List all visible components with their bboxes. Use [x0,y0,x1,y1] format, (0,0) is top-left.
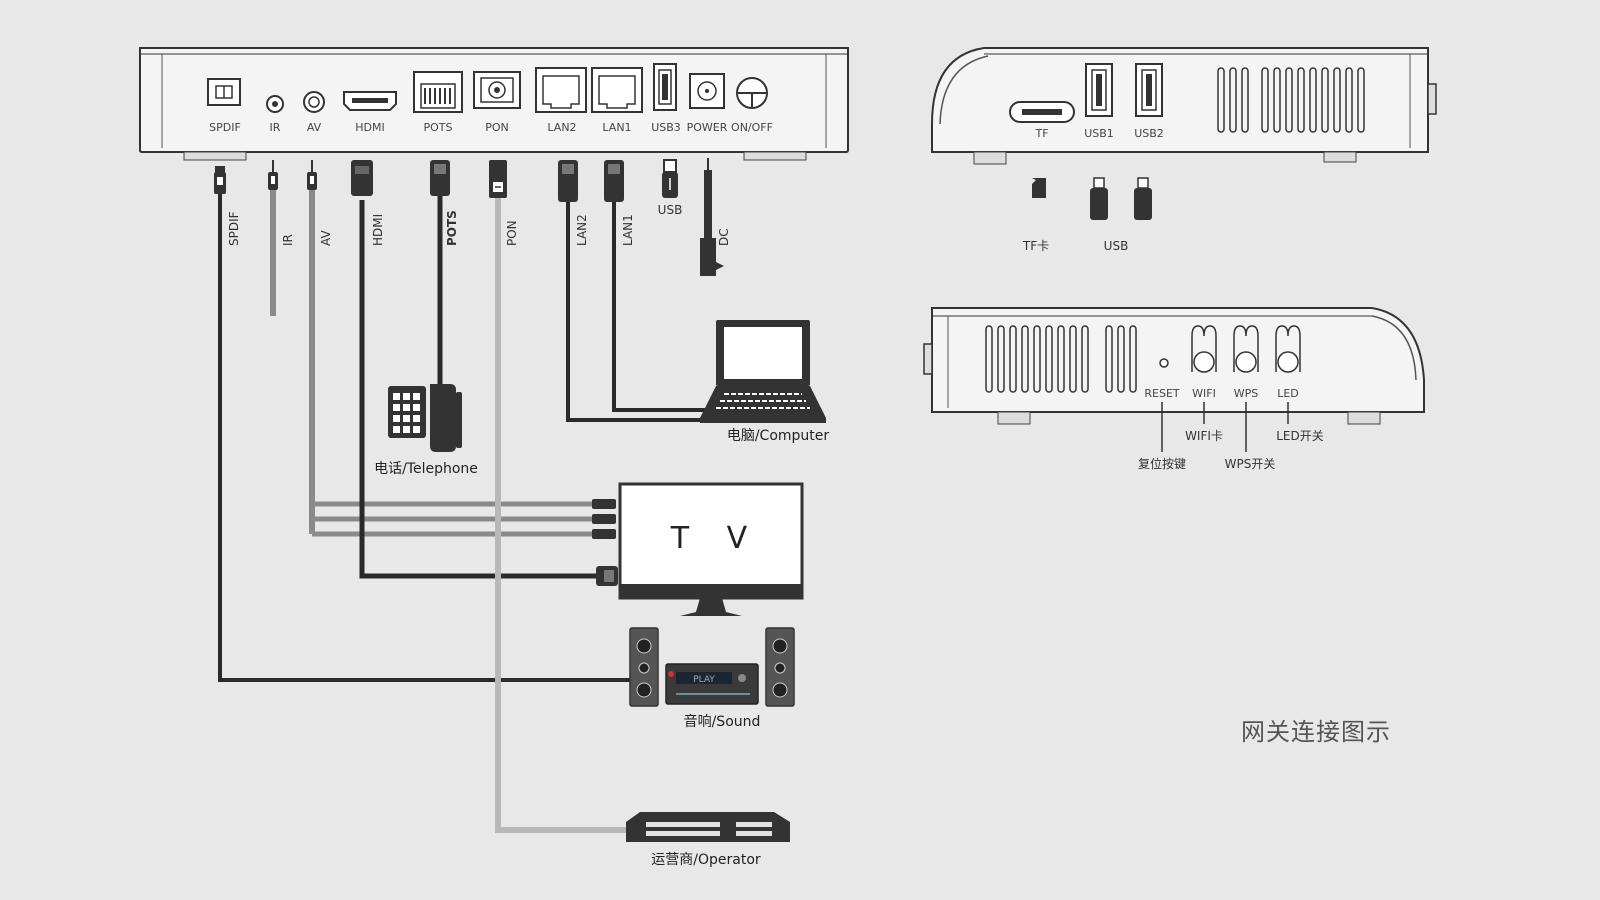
cable-label-av: AV [319,230,333,246]
port-label-lan2: LAN2 [547,121,576,134]
lan1-cable [604,160,712,412]
port-label-usb2: USB2 [1134,127,1164,140]
led-button-icon [1275,325,1301,373]
cable-label-spdif: SPDIF [227,211,241,246]
back-panel: SPDIF IR AV HDMI POTS PON LAN2 LAN1 USB3… [139,47,849,161]
caption-usb: USB [1104,239,1129,253]
port-label-onoff: ON/OFF [731,121,773,134]
sound-screen-text: PLAY [693,675,715,685]
ir-cable [268,160,278,316]
port-label-lan1: LAN1 [602,121,631,134]
port-label-ir: IR [270,121,281,134]
usb3-port-icon [653,63,677,111]
side-panel-left: RESET WIFI WPS LED [923,307,1425,425]
port-label-usb3: USB3 [651,121,681,134]
port-label-usb1: USB1 [1084,127,1114,140]
callout-lines [1161,402,1289,452]
pots-port-icon [413,71,463,113]
wps-button-icon [1233,325,1259,373]
port-label-pots: POTS [424,121,453,134]
spdif-port-icon [207,78,241,106]
pon-port-icon [473,71,521,109]
ir-port-icon [266,95,284,113]
callout-led: LED开关 [1276,429,1324,443]
callout-wifi: WIFI卡 [1185,429,1223,443]
lan2-port-icon [535,67,587,113]
port-label-led: LED [1277,387,1299,400]
hdmi-port-icon [343,91,397,111]
port-label-pon: PON [485,121,509,134]
operator-caption: 运营商/Operator [651,852,761,868]
wifi-button-icon [1191,325,1217,373]
lan2-cable [558,160,712,422]
port-label-hdmi: HDMI [355,121,384,134]
usb-stick-icon-2 [1134,177,1152,220]
diagram-title: 网关连接图示 [1241,718,1391,746]
callout-reset: 复位按键 [1138,456,1186,471]
port-label-tf: TF [1034,127,1048,140]
computer-icon [700,320,826,423]
port-label-wifi: WIFI [1192,387,1216,400]
hdmi-cable [351,160,618,586]
side-panel-right: TF USB1 USB2 [931,47,1437,165]
cable-label-pon: PON [505,220,519,246]
dc-plug-icon [700,158,724,276]
computer-caption: 电脑/Computer [727,428,830,444]
usb-stick-icon-1 [1090,177,1108,220]
av-port-icon [303,91,325,113]
pots-cable [430,160,450,384]
port-label-power: POWER [687,121,728,134]
usb1-port-icon [1085,63,1113,117]
usb-plug-icon [662,159,678,198]
lan1-port-icon [591,67,643,113]
telephone-icon [388,384,462,452]
vent-slots-left-panel [985,325,1137,393]
tf-card-icon [1032,178,1046,198]
operator-switch-icon [626,812,790,842]
port-label-spdif: SPDIF [209,121,241,134]
av-cable [307,160,616,539]
cable-label-lan1: LAN1 [621,214,635,246]
port-label-wps: WPS [1234,387,1259,400]
cable-label-usb: USB [658,203,683,217]
cable-label-lan2: LAN2 [575,214,589,246]
cable-label-hdmi: HDMI [371,214,385,246]
cable-label-dc: DC [717,228,731,246]
usb2-port-icon [1135,63,1163,117]
onoff-switch-icon [736,77,768,109]
vent-slots-right-panel [1217,67,1365,133]
cable-label-pots: POTS [445,210,459,246]
power-port-icon [689,73,725,109]
callout-wps: WPS开关 [1225,457,1276,471]
telephone-caption: 电话/Telephone [374,461,478,477]
pon-cable [489,160,626,833]
port-label-reset: RESET [1144,387,1180,400]
caption-tf-card: TF卡 [1022,239,1049,253]
sound-caption: 音响/Sound [684,713,761,730]
tv-label: T V [670,521,761,556]
port-label-av: AV [307,121,322,134]
tf-slot-icon [1009,101,1075,123]
tv-icon [618,482,804,616]
cable-label-ir: IR [281,234,295,246]
reset-button-icon [1159,358,1169,368]
sound-system-icon [629,627,795,707]
